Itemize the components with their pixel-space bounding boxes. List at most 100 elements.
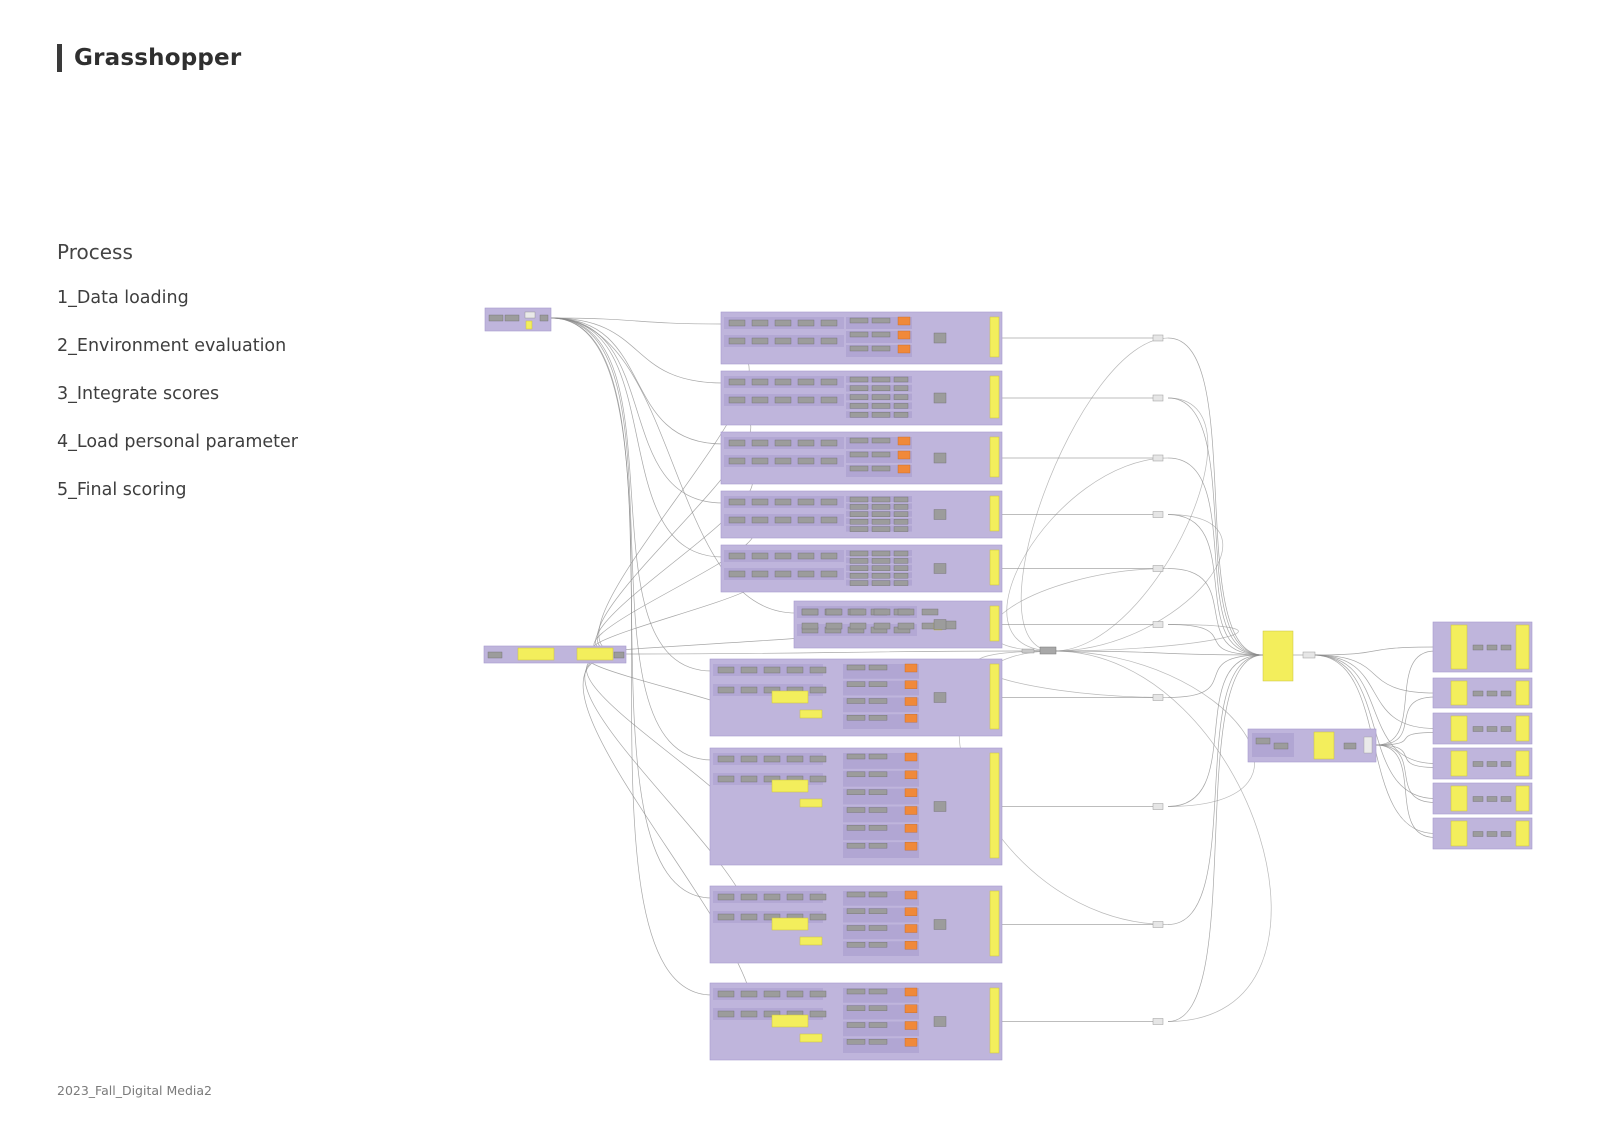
wire: [1057, 650, 1264, 656]
component-node: [868, 925, 888, 931]
component-node: [849, 573, 869, 579]
component-node: [868, 1005, 888, 1011]
panel-node: [771, 690, 809, 704]
component-node: [740, 775, 758, 783]
wire: [1053, 514, 1223, 652]
component-node: [728, 498, 746, 506]
wire: [991, 568, 1169, 652]
component-node: [774, 319, 792, 327]
component-node: [849, 608, 867, 616]
component-node: [871, 573, 891, 579]
wire: [1312, 654, 1436, 694]
component-node: [846, 1005, 866, 1011]
component-node: [820, 439, 838, 447]
panel-node: [799, 709, 823, 719]
panel-node: [799, 1033, 823, 1043]
wire: [1053, 397, 1209, 652]
wire: [1053, 650, 1272, 1022]
component-node: [820, 457, 838, 465]
component-node: [849, 511, 869, 517]
parameter-node: [904, 697, 918, 706]
component-node: [786, 893, 804, 901]
component-node: [849, 465, 869, 472]
component-node: [871, 558, 891, 564]
component-node: [809, 913, 827, 921]
component-node: [809, 686, 827, 694]
component-node: [846, 908, 866, 914]
relay-node: [1152, 1018, 1164, 1025]
component-node: [740, 755, 758, 763]
component-node: [797, 552, 815, 560]
wire: [1167, 568, 1264, 656]
panel-node: [1262, 630, 1294, 682]
parameter-node: [904, 890, 918, 900]
wire: [1375, 744, 1436, 768]
panel-node: [799, 936, 823, 946]
component-node: [871, 403, 891, 409]
component-node: [797, 319, 815, 327]
component-node: [740, 666, 758, 674]
component-node: [933, 392, 947, 404]
component-node: [871, 412, 891, 418]
component-node: [933, 509, 947, 520]
component-node: [893, 403, 909, 409]
component-node: [728, 570, 746, 578]
component-node: [893, 511, 909, 517]
panel-node: [989, 752, 1000, 859]
panel-node: [799, 798, 823, 808]
wire: [550, 317, 724, 558]
panel-node: [989, 987, 1000, 1054]
component-node: [933, 332, 947, 344]
relay-node: [1152, 394, 1164, 402]
component-node: [728, 457, 746, 465]
component-node: [849, 451, 869, 458]
component-node: [933, 619, 947, 630]
panel-node: [1313, 731, 1335, 760]
process-step-final-scoring: 5_Final scoring: [57, 480, 187, 500]
relay-node: [1152, 803, 1164, 810]
component-node: [809, 1010, 827, 1018]
component-node: [797, 396, 815, 404]
component-node: [539, 314, 549, 322]
component-node: [1486, 831, 1498, 837]
parameter-node: [904, 663, 918, 673]
wire: [550, 317, 724, 325]
wire: [624, 650, 1041, 655]
component-node: [871, 376, 891, 383]
component-node: [751, 439, 769, 447]
component-node: [613, 651, 625, 659]
wire: [1167, 514, 1264, 656]
component-node: [846, 681, 866, 687]
component-node: [717, 990, 735, 998]
wire: [550, 317, 724, 384]
panel-node: [989, 549, 1000, 586]
component-node: [1343, 742, 1357, 750]
component-node: [717, 913, 735, 921]
component-node: [871, 385, 891, 391]
component-node: [846, 771, 866, 778]
component-node: [871, 345, 891, 352]
component-node: [1500, 690, 1512, 697]
component-node: [1486, 726, 1498, 732]
component-node: [797, 457, 815, 465]
component-group-layer: [483, 307, 1533, 1061]
wire: [1312, 654, 1436, 799]
component-node: [868, 771, 888, 778]
panel-node: [771, 779, 809, 793]
component-node: [751, 570, 769, 578]
component-node: [774, 396, 792, 404]
component-node: [849, 550, 869, 557]
component-node: [820, 516, 838, 524]
parameter-node: [904, 752, 918, 762]
footer-course-label: 2023_Fall_Digital Media2: [57, 1083, 212, 1098]
process-step-data-loading: 1_Data loading: [57, 288, 189, 308]
wire: [1312, 646, 1436, 656]
component-node: [801, 622, 819, 630]
wire: [1167, 654, 1264, 925]
parameter-node: [904, 1004, 918, 1013]
component-node: [1472, 761, 1484, 767]
component-node: [825, 608, 843, 616]
panel-node: [1450, 680, 1468, 706]
process-step-environment-evaluation: 2_Environment evaluation: [57, 336, 287, 356]
component-node: [728, 337, 746, 345]
